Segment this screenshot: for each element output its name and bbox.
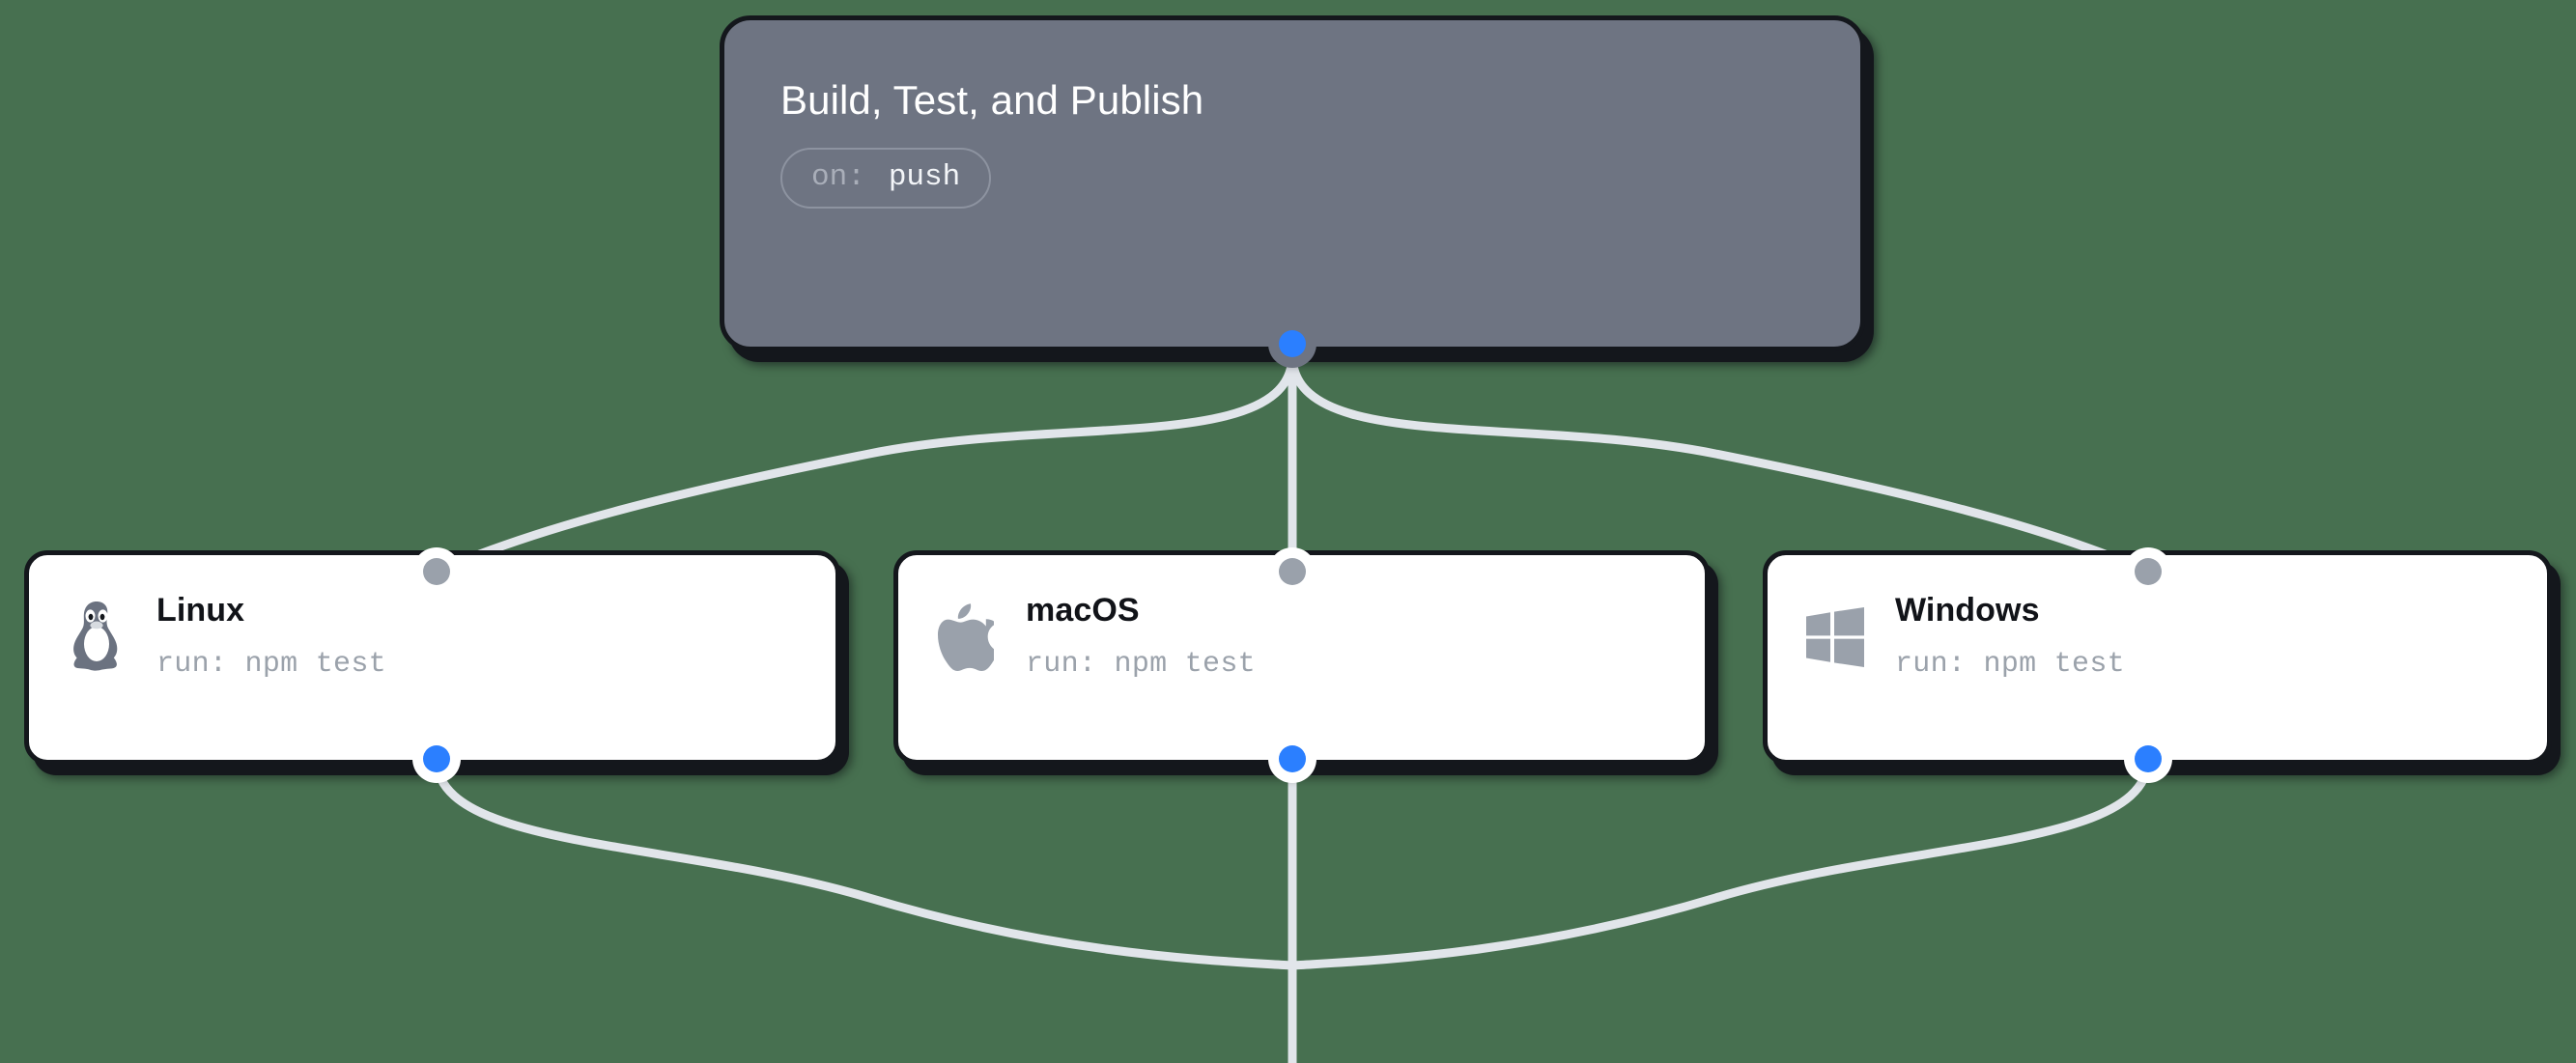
linux-penguin-icon xyxy=(62,596,131,679)
job-node-title: Windows xyxy=(1895,592,2040,629)
edge-trigger-to-linux xyxy=(432,350,1297,576)
job-node-command: run: npm test xyxy=(1026,648,1256,681)
linux-target-handle[interactable] xyxy=(423,558,450,585)
trigger-event-key: on: xyxy=(811,160,865,195)
job-node-macos[interactable]: macOS run: npm test xyxy=(893,550,1710,765)
edge-trigger-to-windows xyxy=(1288,350,2153,576)
job-node-body: Windows run: npm test xyxy=(1895,590,2125,679)
windows-source-handle[interactable] xyxy=(2135,745,2162,772)
job-node-body: macOS run: npm test xyxy=(1026,590,1256,679)
job-node-title: Linux xyxy=(156,592,245,629)
job-node-title: macOS xyxy=(1026,592,1140,629)
edge-linux-to-downstream xyxy=(432,754,1297,1063)
job-node-command: run: npm test xyxy=(156,648,386,681)
trigger-event-value: push xyxy=(888,160,961,195)
trigger-source-handle[interactable] xyxy=(1279,330,1306,357)
windows-target-handle[interactable] xyxy=(2135,558,2162,585)
linux-source-handle[interactable] xyxy=(423,745,450,772)
job-node-linux[interactable]: Linux run: npm test xyxy=(24,550,840,765)
job-node-body: Linux run: npm test xyxy=(156,590,386,679)
windows-icon xyxy=(1800,596,1870,679)
apple-icon xyxy=(931,596,1001,679)
macos-source-handle[interactable] xyxy=(1279,745,1306,772)
trigger-event-badge[interactable]: on: push xyxy=(780,148,992,210)
trigger-node-title: Build, Test, and Publish xyxy=(780,77,1204,123)
edge-windows-to-downstream xyxy=(1288,754,2153,1063)
job-node-command: run: npm test xyxy=(1895,648,2125,681)
macos-target-handle[interactable] xyxy=(1279,558,1306,585)
trigger-node[interactable]: Build, Test, and Publish on: push xyxy=(720,15,1865,351)
